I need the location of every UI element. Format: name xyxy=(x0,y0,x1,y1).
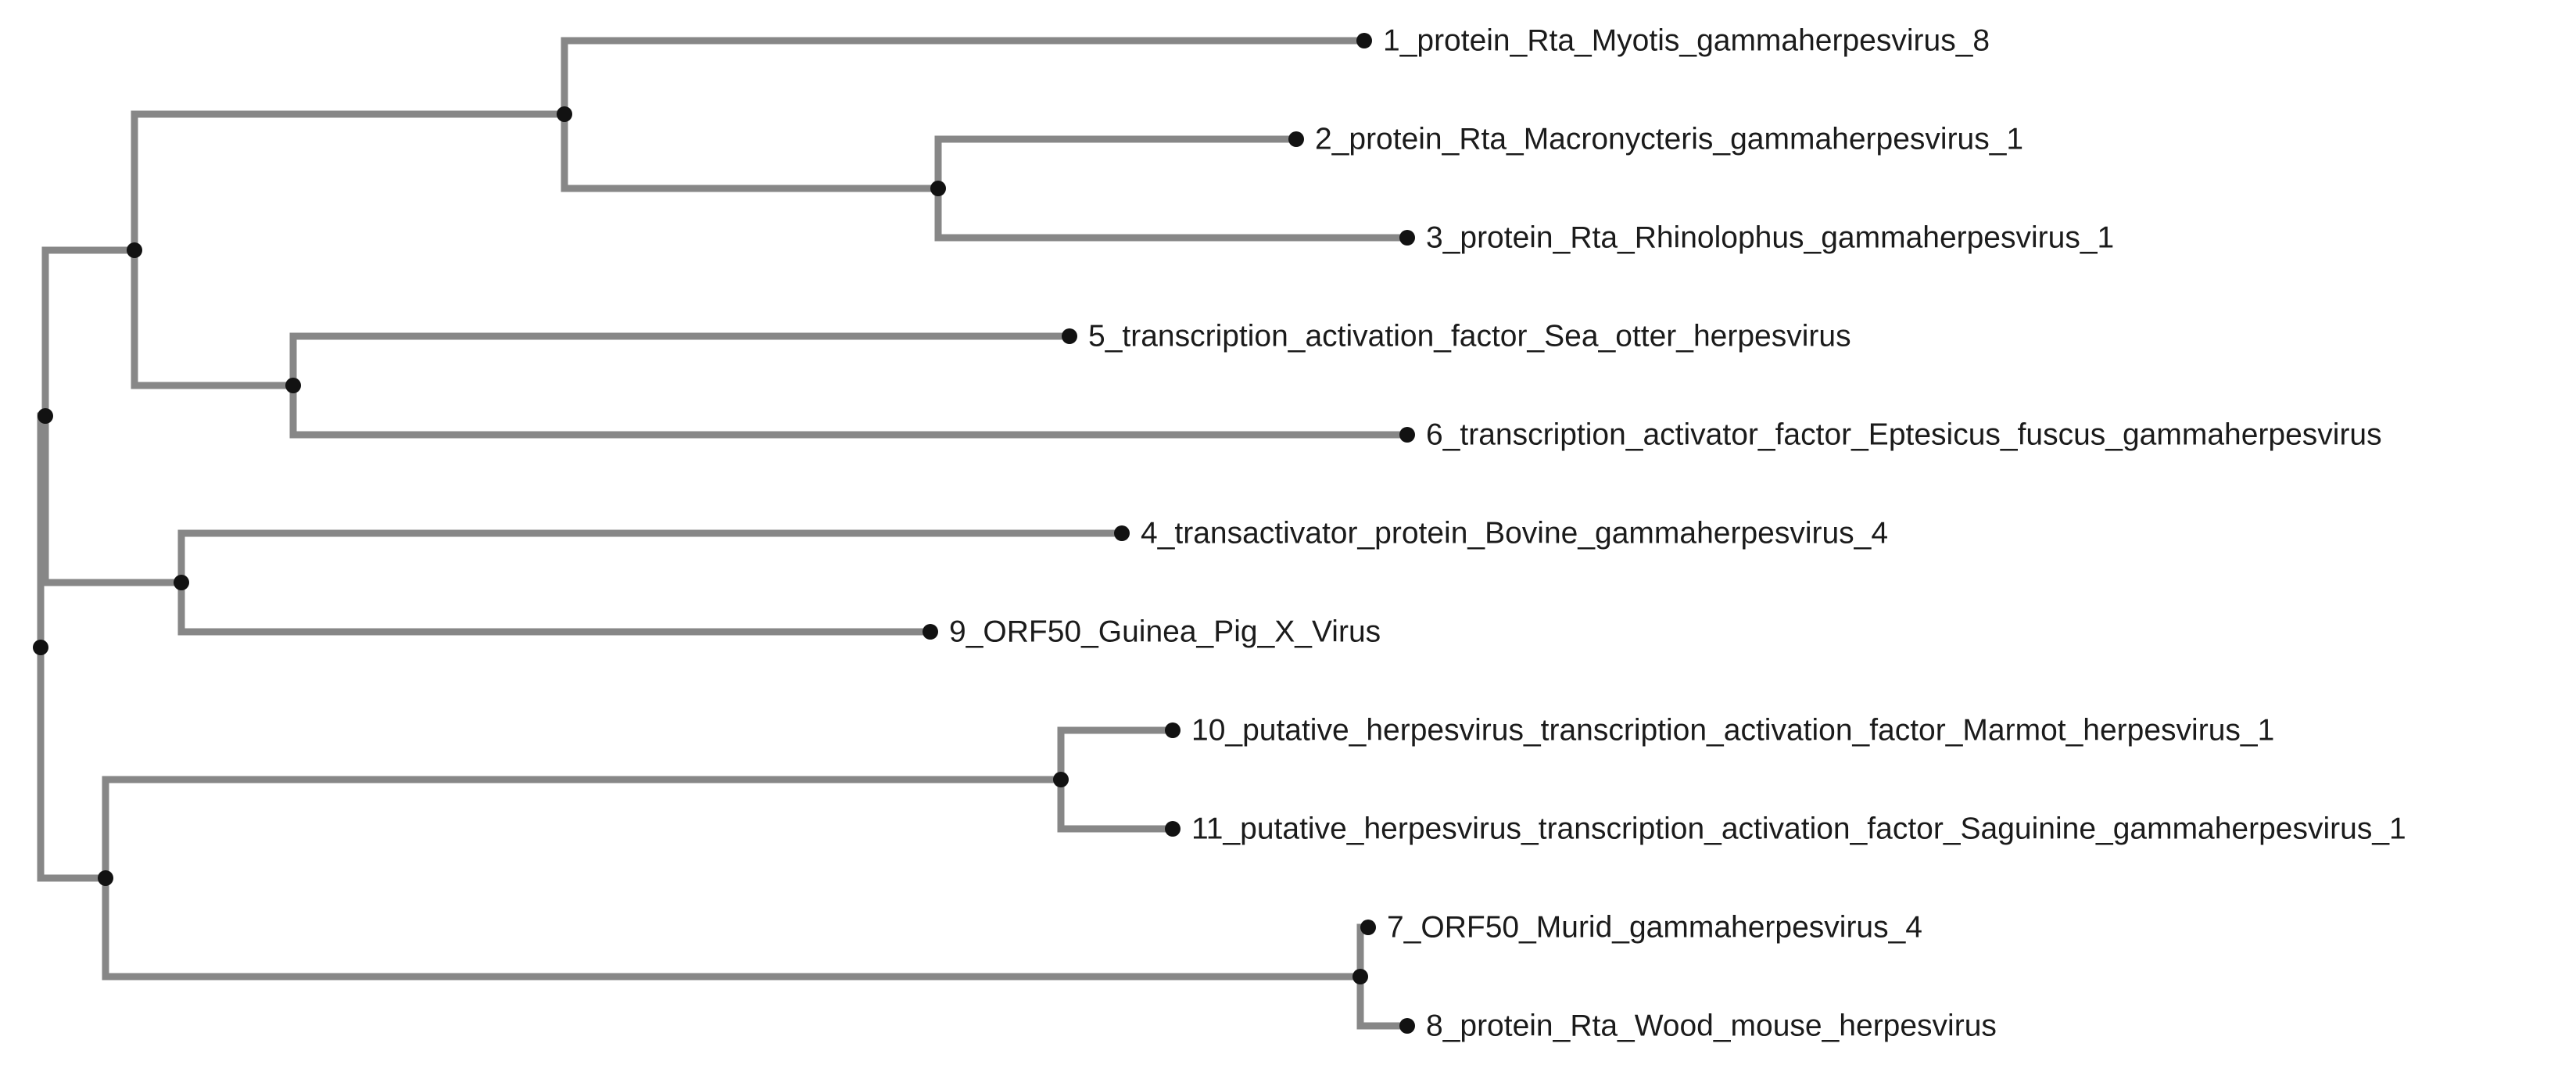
leaf-label-2: 2_protein_Rta_Macronycteris_gammaherpesv… xyxy=(1315,122,2024,156)
leaf-dot-9 xyxy=(923,624,938,640)
leaf-dot-4 xyxy=(1114,525,1130,541)
leaf-label-1: 1_protein_Rta_Myotis_gammaherpesvirus_8 xyxy=(1383,23,1990,58)
node-5-6-dot xyxy=(285,378,301,393)
leaf-dot-3 xyxy=(1399,230,1415,246)
leaf-label-9: 9_ORF50_Guinea_Pig_X_Virus xyxy=(949,615,1381,649)
leaf-dot-7 xyxy=(1360,920,1376,935)
leaf-dot-6 xyxy=(1399,427,1415,443)
node-10-11-dot xyxy=(1053,772,1069,787)
leaf-dot-5 xyxy=(1062,328,1077,344)
root-dot xyxy=(33,640,48,655)
leaf-dot-10 xyxy=(1165,722,1181,738)
leaf-label-7: 7_ORF50_Murid_gammaherpesvirus_4 xyxy=(1387,910,1922,945)
leaf-label-4: 4_transactivator_protein_Bovine_gammaher… xyxy=(1141,516,1889,550)
leaf-label-5: 5_transcription_activation_factor_Sea_ot… xyxy=(1088,319,1851,353)
leaf-dot-1 xyxy=(1356,33,1372,48)
node-2-3-dot xyxy=(930,181,946,196)
leaf-label-6: 6_transcription_activator_factor_Eptesic… xyxy=(1426,418,2382,452)
leaf-dot-2 xyxy=(1288,131,1304,147)
leaf-label-11: 11_putative_herpesvirus_transcription_ac… xyxy=(1191,812,2406,846)
node-upper-dot xyxy=(38,408,53,424)
leaf-dot-8 xyxy=(1399,1018,1415,1034)
node-lower-dot xyxy=(98,870,113,886)
leaf-dot-11 xyxy=(1165,821,1181,837)
leaf-label-3: 3_protein_Rta_Rhinolophus_gammaherpesvir… xyxy=(1426,220,2115,255)
node-7-8-dot xyxy=(1352,969,1368,984)
node-bat-otter-dot xyxy=(127,242,142,258)
leaf-label-8: 8_protein_Rta_Wood_mouse_herpesvirus xyxy=(1426,1009,1997,1043)
node-4-9-dot xyxy=(174,575,189,590)
leaf-label-10: 10_putative_herpesvirus_transcription_ac… xyxy=(1191,713,2275,748)
node-1-2-3-dot xyxy=(557,106,572,122)
